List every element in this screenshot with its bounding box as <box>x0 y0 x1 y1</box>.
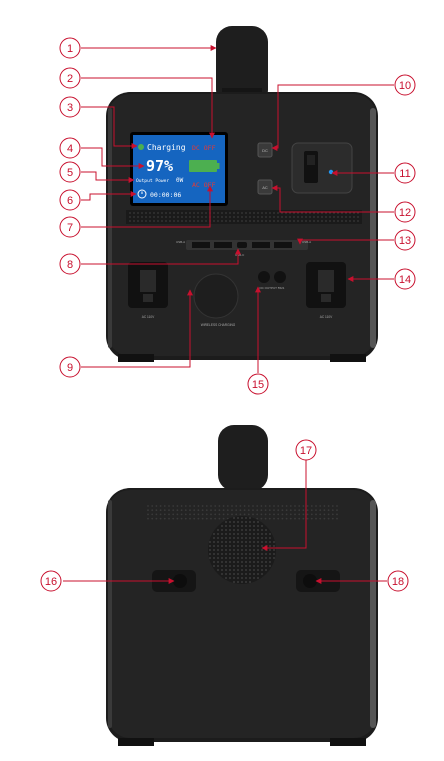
callout-6: 6 <box>59 189 81 211</box>
main-power-panel <box>291 142 353 194</box>
callout-11-label: 11 <box>399 168 410 180</box>
callout-18: 18 <box>387 570 409 592</box>
callout-10-label: 10 <box>399 80 411 92</box>
callout-15-label: 15 <box>252 379 264 391</box>
back-carry-handle[interactable] <box>218 425 268 491</box>
callout-lines <box>63 45 394 584</box>
lcd-dc-status: DC OFF <box>192 144 216 152</box>
dc-output-port-1[interactable] <box>258 271 270 283</box>
wireless-charging-pad[interactable] <box>193 273 239 319</box>
callout-1-label: 1 <box>67 43 73 55</box>
ac-right-label: AC 110V <box>320 315 333 319</box>
leaf-charging-icon <box>138 144 144 150</box>
callout-16: 16 <box>40 570 62 592</box>
callout-7: 7 <box>59 216 81 238</box>
ac-button-label: AC <box>262 185 268 190</box>
back-vent-grille <box>147 505 338 520</box>
usb-left-label: USB-A <box>176 240 185 244</box>
callout-4-label: 4 <box>67 143 73 155</box>
callout-5-label: 5 <box>67 167 73 179</box>
usb-right-label: USB-A <box>302 240 311 244</box>
callout-17: 17 <box>295 439 317 461</box>
callout-14-label: 14 <box>399 274 411 286</box>
carry-handle[interactable] <box>216 26 268 106</box>
callout-13: 13 <box>394 229 416 251</box>
lcd-charging-text: Charging <box>147 143 186 152</box>
callout-15: 15 <box>247 373 269 395</box>
callout-11: 11 <box>394 162 416 184</box>
callout-6-label: 6 <box>67 195 73 207</box>
callout-1: 1 <box>59 37 81 59</box>
lcd-ac-status: AC OFF <box>192 181 216 189</box>
front-view: Charging DC OFF 97% Output Power 0W AC O… <box>106 26 378 362</box>
lcd-output-label: Output Power <box>136 178 169 184</box>
lcd-output-value: 0W <box>176 177 184 184</box>
usb-a-port-1[interactable] <box>192 242 210 248</box>
callout-9-label: 9 <box>67 362 73 374</box>
callout-18-label: 18 <box>392 576 404 588</box>
dc-button-label: DC <box>262 148 268 153</box>
callout-8-label: 8 <box>67 259 73 271</box>
callout-4: 4 <box>59 137 81 159</box>
usb-c-port[interactable] <box>237 242 247 248</box>
usb-c-label: USB-C <box>235 253 245 257</box>
lcd-battery-percent: 97% <box>146 157 173 175</box>
power-indicator-led <box>328 169 334 175</box>
callout-2: 2 <box>59 67 81 89</box>
timer-icon <box>137 189 147 199</box>
callout-12-label: 12 <box>399 207 411 219</box>
ac-left-label: AC 110V <box>142 315 155 319</box>
usb-a-port-2[interactable] <box>214 242 232 248</box>
wireless-label: WIRELESS CHARGING <box>201 323 236 327</box>
ac-outlet-left[interactable] <box>128 262 168 308</box>
dc-output-port-2[interactable] <box>274 271 286 283</box>
callout-2-label: 2 <box>67 73 73 85</box>
callout-5: 5 <box>59 161 81 183</box>
callout-8: 8 <box>59 253 81 275</box>
dc-output-label: DC OUTPUT 5521 <box>260 286 285 290</box>
ac-outlet-right[interactable] <box>306 262 346 308</box>
lcd-timer: 00:00:06 <box>150 191 181 199</box>
back-view <box>106 425 378 746</box>
callout-3-label: 3 <box>67 102 73 114</box>
callout-3: 3 <box>59 96 81 118</box>
usb-a-port-3[interactable] <box>252 242 270 248</box>
callout-16-label: 16 <box>45 576 57 588</box>
callout-14: 14 <box>394 268 416 290</box>
callout-17-label: 17 <box>300 445 312 457</box>
callout-9: 9 <box>59 356 81 378</box>
callout-12: 12 <box>394 201 416 223</box>
callout-7-label: 7 <box>67 222 73 234</box>
callout-13-label: 13 <box>399 235 411 247</box>
callout-10: 10 <box>394 74 416 96</box>
usb-a-port-4[interactable] <box>274 242 292 248</box>
callout-markers: 1 2 3 4 5 6 7 8 9 10 11 12 13 14 15 16 1… <box>40 37 416 592</box>
battery-icon <box>189 160 220 172</box>
